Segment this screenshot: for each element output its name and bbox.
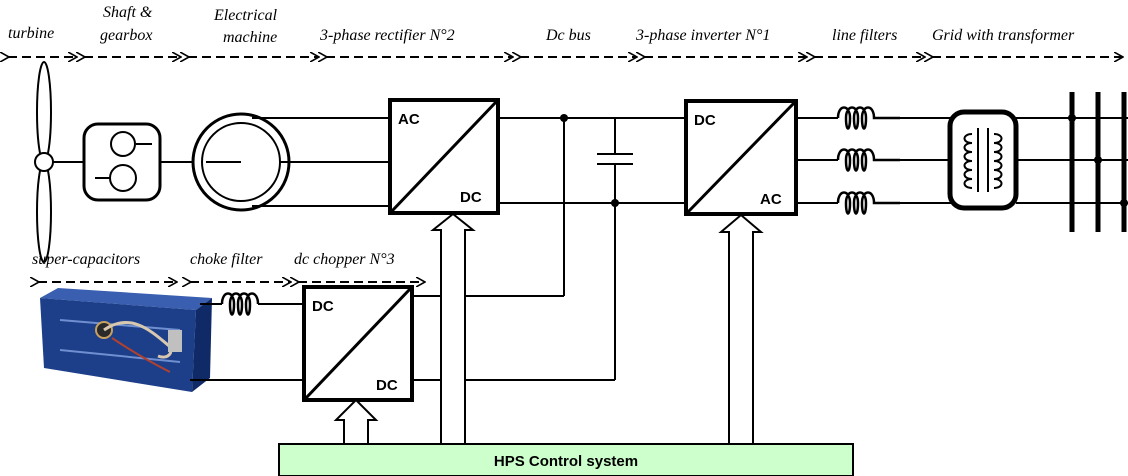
label-grid: Grid with transformer <box>932 27 1075 44</box>
label-shaft-line1: Shaft & <box>103 4 153 21</box>
inverter-block: DC AC <box>686 101 796 214</box>
label-machine-line1: Electrical <box>213 7 278 24</box>
machine-rectifier-wires <box>252 118 390 206</box>
supercapacitor-pack-image <box>40 288 212 392</box>
label-supercapacitors: super-capacitors <box>32 251 140 268</box>
label-dc-chopper: dc chopper N°3 <box>294 251 395 268</box>
label-turbine: turbine <box>8 25 54 42</box>
inverter-input-label: DC <box>694 112 716 129</box>
label-line-filters: line filters <box>832 27 897 44</box>
chopper-block: DC DC <box>304 287 412 400</box>
label-choke-filter: choke filter <box>190 251 263 268</box>
chopper-input-label: DC <box>312 298 334 315</box>
inverter-output-wires <box>796 118 838 203</box>
label-shaft-line2: gearbox <box>100 27 152 44</box>
label-dc-bus: Dc bus <box>545 27 591 44</box>
line-filter-inductors-icon <box>838 108 900 214</box>
gearbox-icon <box>84 124 160 200</box>
dc-bus-junctions <box>560 114 619 207</box>
rectifier-input-label: AC <box>398 111 420 128</box>
label-machine-line2: machine <box>223 29 277 46</box>
electrical-machine-icon <box>193 114 289 210</box>
label-inverter: 3-phase inverter N°1 <box>635 27 770 44</box>
rectifier-output-label: DC <box>460 189 482 206</box>
control-system-title: HPS Control system <box>494 453 638 470</box>
label-rectifier: 3-phase rectifier N°2 <box>319 27 455 44</box>
chopper-output-label: DC <box>376 377 398 394</box>
inverter-output-label: AC <box>760 191 782 208</box>
grid-busbars-icon <box>1068 92 1128 232</box>
rectifier-block: AC DC <box>390 100 498 213</box>
hps-control-system-box: HPS Control system <box>279 444 853 476</box>
transformer-icon <box>950 112 1016 208</box>
wind-turbine-icon <box>35 62 84 262</box>
